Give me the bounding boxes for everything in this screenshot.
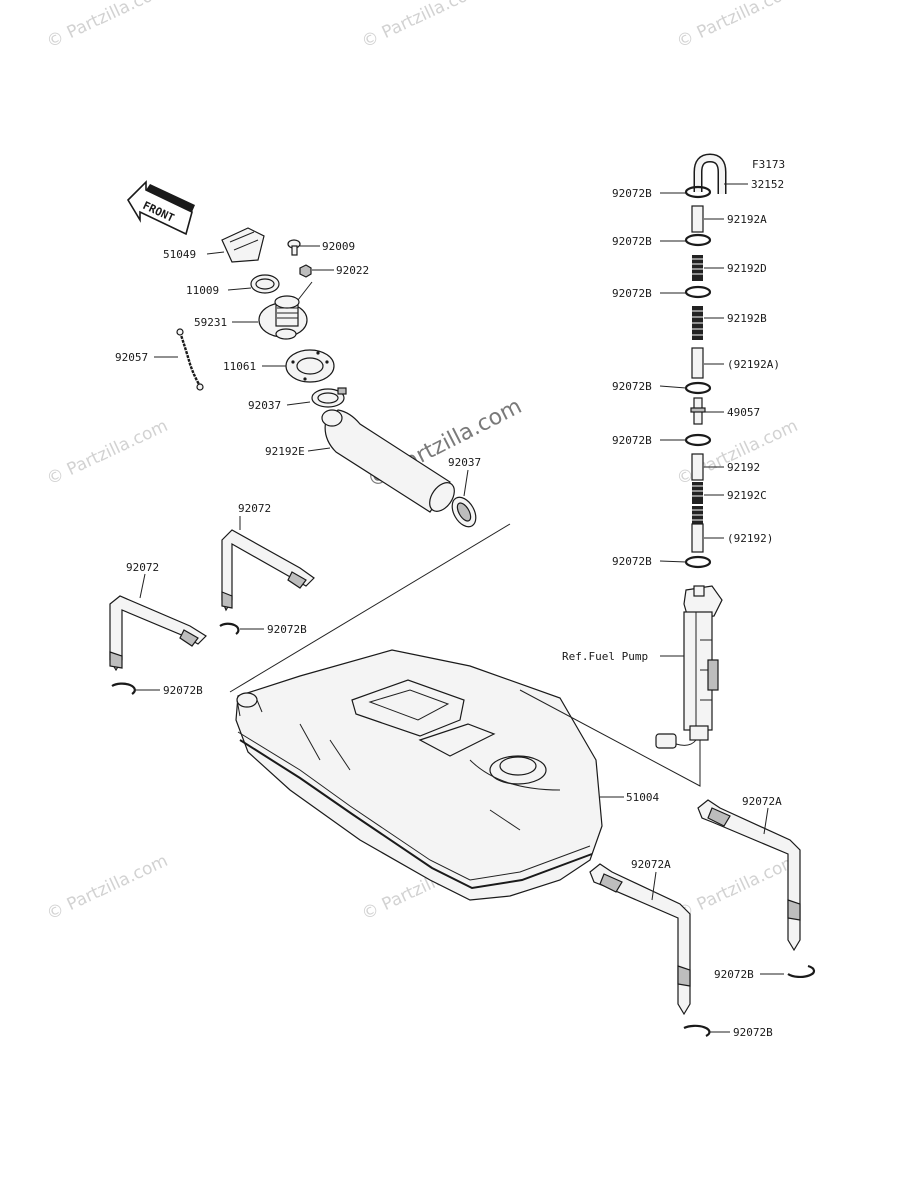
- label-92072b-r6: 92072B: [612, 555, 652, 568]
- label-92072b-r2: 92072B: [612, 235, 652, 248]
- fuel-tank-51004: [235, 649, 603, 901]
- tube-92192-ref: [691, 523, 704, 553]
- label-92072b-left-2: 92072B: [163, 684, 203, 697]
- clip-92072b-r3: [684, 285, 712, 299]
- label-92192e: 92192E: [265, 445, 305, 458]
- label-92072a-right: 92072A: [742, 795, 782, 808]
- watermark: © Partzilla.com: [359, 0, 486, 53]
- label-51004: 51004: [626, 791, 659, 804]
- clip-92072b-left-1: [219, 622, 240, 635]
- leader-hose-to-tank: [229, 523, 511, 693]
- label-92072b-r4: 92072B: [612, 380, 652, 393]
- tube-92192a-ref: [691, 347, 704, 379]
- tube-92192a: [691, 205, 704, 233]
- watermark: © Partzilla.com: [674, 851, 801, 925]
- protector-92192d: [692, 255, 703, 281]
- joint-49057: [690, 397, 706, 425]
- label-92192c: 92192C: [727, 489, 767, 502]
- label-92072-lower: 92072: [126, 561, 159, 574]
- strap-92072a-right: [697, 799, 801, 952]
- leader-tank-to-pump: [519, 689, 701, 787]
- label-11061: 11061: [223, 360, 256, 373]
- label-92192d: 92192D: [727, 262, 767, 275]
- clip-92072b-center: [683, 1024, 711, 1037]
- label-92072a-center: 92072A: [631, 858, 671, 871]
- bolt-92009: [287, 239, 301, 256]
- protector-92192c: [692, 482, 703, 526]
- watermark: © Partzilla.com: [44, 851, 171, 925]
- tube-92192: [691, 453, 704, 481]
- label-92072-upper: 92072: [238, 502, 271, 515]
- label-11009: 11009: [186, 284, 219, 297]
- label-92009: 92009: [322, 240, 355, 253]
- tether-92057: [176, 328, 204, 391]
- filler-cap-51049: [221, 227, 265, 263]
- front-arrow-icon: FRONT: [126, 180, 195, 236]
- fuel-pump: [655, 585, 723, 749]
- label-51049: 51049: [163, 248, 196, 261]
- clip-92072b-r1: [684, 185, 712, 199]
- label-59231: 59231: [194, 316, 227, 329]
- strap-92072-upper: [221, 529, 315, 612]
- strap-92072-lower: [109, 595, 207, 672]
- label-92072b-left-1: 92072B: [267, 623, 307, 636]
- label-92037-lower: 92037: [448, 456, 481, 469]
- label-92192a: 92192A: [727, 213, 767, 226]
- label-49057: 49057: [727, 406, 760, 419]
- clip-92072b-r6: [684, 555, 712, 569]
- watermark: © Partzilla.com: [44, 0, 171, 53]
- clip-92072b-right: [787, 964, 816, 979]
- watermark: © Partzilla.com: [674, 0, 801, 53]
- strap-92072a-center: [589, 863, 691, 1016]
- plate-11061: [285, 349, 335, 383]
- clip-92072b-r2: [684, 233, 712, 247]
- clip-92072b-r5: [684, 433, 712, 447]
- label-32152: 32152: [751, 178, 784, 191]
- label-92072b-right: 92072B: [714, 968, 754, 981]
- label-92072b-r1: 92072B: [612, 187, 652, 200]
- clip-92072b-left-2: [111, 682, 136, 695]
- clamp-92037-upper: [311, 387, 347, 408]
- nut-92022: [299, 264, 312, 278]
- label-92037-upper: 92037: [248, 399, 281, 412]
- gasket-11009: [250, 274, 280, 294]
- reference-label-fuel-pump: Ref.Fuel Pump: [562, 650, 648, 663]
- hose-92192e: [321, 409, 455, 513]
- label-92192b: 92192B: [727, 312, 767, 325]
- diagram-code: F3173: [752, 158, 785, 171]
- watermark: © Partzilla.com: [44, 416, 171, 490]
- label-92192-ref: (92192): [727, 532, 773, 545]
- label-92072b-r5: 92072B: [612, 434, 652, 447]
- label-92192: 92192: [727, 461, 760, 474]
- label-92057: 92057: [115, 351, 148, 364]
- clamp-92037-lower: [451, 496, 477, 528]
- hose-32152: [693, 153, 727, 194]
- label-92022: 92022: [336, 264, 369, 277]
- clip-92072b-r4: [684, 381, 712, 395]
- label-92072b-r3: 92072B: [612, 287, 652, 300]
- label-92192a-ref: (92192A): [727, 358, 780, 371]
- protector-92192b: [692, 306, 703, 340]
- label-92072b-center: 92072B: [733, 1026, 773, 1039]
- filler-neck-59231: [258, 281, 313, 340]
